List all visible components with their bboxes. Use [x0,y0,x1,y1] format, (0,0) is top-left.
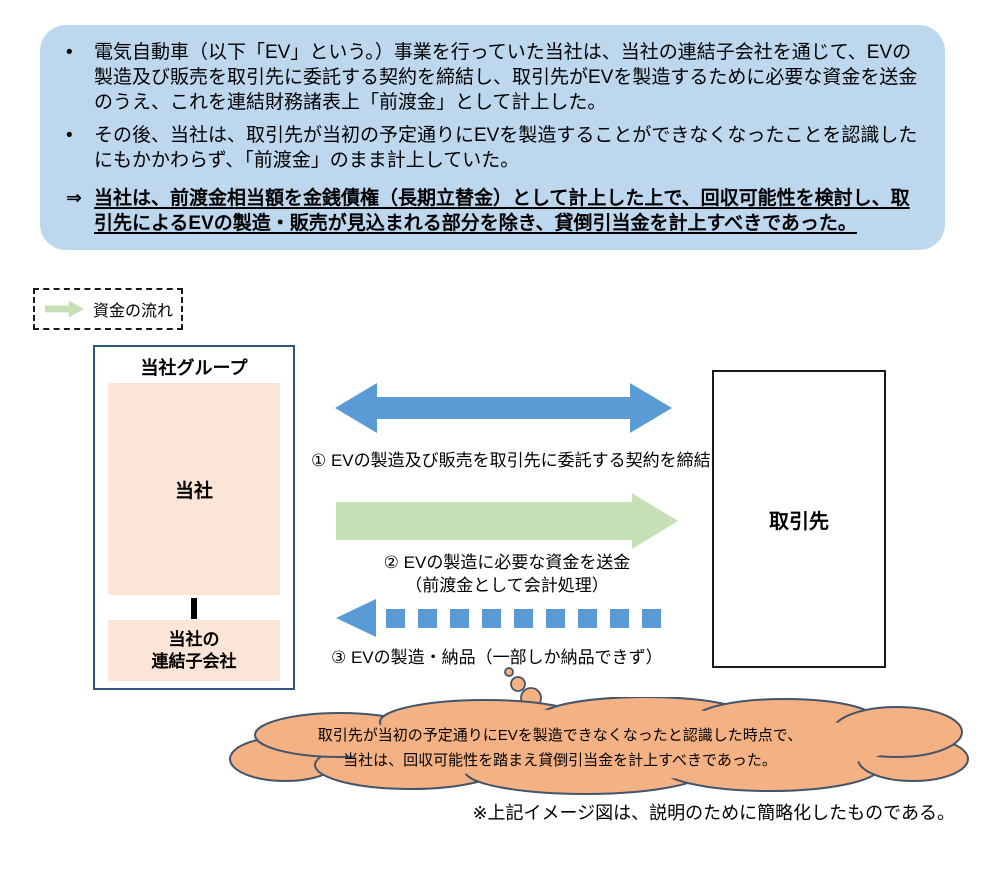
callout-line1: 取引先が当初の予定通りにEVを製造できなくなったと認識した時点で、 [317,727,803,744]
flow1-label: ① EVの製造及び販売を取引先に委託する契約を締結 [311,451,711,470]
ownership-connector-line [191,598,197,619]
flow2-label-line2: （前渡金として会計処理） [405,576,609,595]
flow3-label: ③ EVの製造・納品（一部しか納品できず） [331,648,663,667]
summary-conclusion: ⇒ 当社は、前渡金相当額を金銭債権（長期立替金）として計上した上で、回収可能性を… [60,186,919,236]
company-group-title: 当社グループ [140,358,248,378]
cloud-callout-text: 取引先が当初の予定通りにEVを製造できなくなったと認識した時点で、 当社は、回収… [250,723,870,773]
bullet-icon: • [66,125,73,146]
funds-flow-arrow-icon [45,300,84,318]
company-box: 当社 [108,383,280,595]
partner-box: 取引先 [712,370,886,668]
subsidiary-label-line1: 当社の [168,629,220,649]
summary-bullet-1-text: 電気自動車（以下「EV」という。）事業を行っていた当社は、当社の連結子会社を通じ… [94,42,918,113]
funds-transfer-arrow-icon [336,493,678,549]
flow2-label-line1: ② EVの製造に必要な資金を送金 [383,553,631,572]
summary-box: • 電気自動車（以下「EV」という。）事業を行っていた当社は、当社の連結子会社を… [40,25,945,250]
subsidiary-box: 当社の 連結子会社 [108,620,280,681]
flow2-label: ② EVの製造に必要な資金を送金 （前渡金として会計処理） [336,551,678,597]
callout-line2: 当社は、回収可能性を踏まえ貸倒引当金を計上すべきであった。 [343,752,777,769]
summary-bullet-2-text: その後、当社は、取引先が当初の予定通りにEVを製造することができなくなったことを… [94,125,918,171]
footnote: ※上記イメージ図は、説明のために簡略化したものである。 [472,803,955,823]
legend-label: 資金の流れ [92,303,173,320]
bullet-icon: • [66,42,73,63]
legend-box: 資金の流れ [33,288,183,330]
contract-double-arrow-icon [335,383,672,433]
summary-bullet-1: • 電気自動車（以下「EV」という。）事業を行っていた当社は、当社の連結子会社を… [60,40,919,115]
subsidiary-label-line2: 連結子会社 [151,651,237,671]
delivery-dashed-arrow-icon [336,599,661,637]
right-double-arrow-icon: ⇒ [66,188,82,209]
company-group-box: 当社グループ 当社 当社の 連結子会社 [93,345,295,690]
cloud-callout-shape [229,697,969,795]
summary-conclusion-text: 当社は、前渡金相当額を金銭債権（長期立替金）として計上した上で、回収可能性を検討… [94,188,910,234]
summary-bullet-2: • その後、当社は、取引先が当初の予定通りにEVを製造することができなくなったこ… [60,123,919,173]
